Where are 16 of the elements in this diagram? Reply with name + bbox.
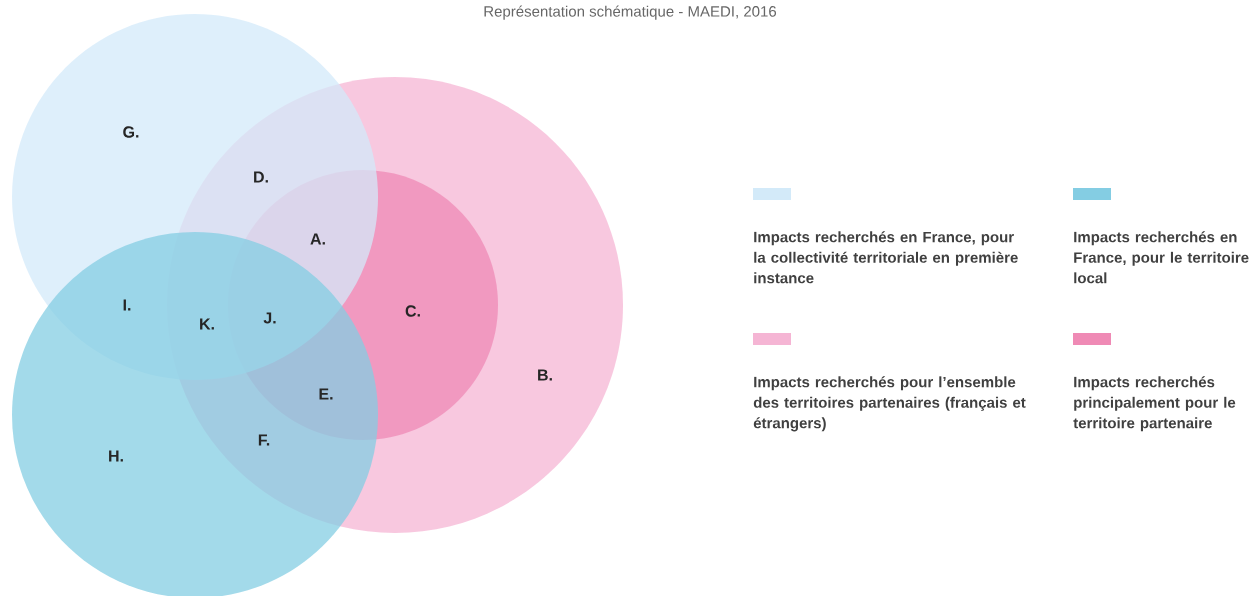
region-letter: G.: [123, 126, 139, 138]
region-letter: B.: [538, 369, 552, 381]
region-letter: E.: [319, 388, 333, 400]
region-letter: D.: [254, 171, 268, 183]
region-letter: J.: [263, 312, 276, 324]
region-letter: K.: [200, 318, 214, 330]
region-letter: A.: [310, 233, 325, 245]
region-letter: I.: [123, 299, 131, 311]
legend-text: Impacts recherchés pour l’ensemble des territoires partenaires (français et étrangers): [753, 376, 1026, 432]
legend-text: Impacts recherchés en France, pour le territoire local: [1074, 231, 1249, 284]
legend-text: Impacts recherchés principalement pour le territoire partenaire: [1073, 376, 1236, 432]
region-letter: H.: [109, 450, 123, 462]
legend-text: Impacts recherchés en France, pour la collectivité territoriale en première instance: [754, 231, 1018, 284]
region-letter: F.: [258, 434, 270, 446]
region-letter: C.: [405, 305, 420, 317]
title: Représentation schématique - MAEDI, 2016: [484, 5, 777, 20]
